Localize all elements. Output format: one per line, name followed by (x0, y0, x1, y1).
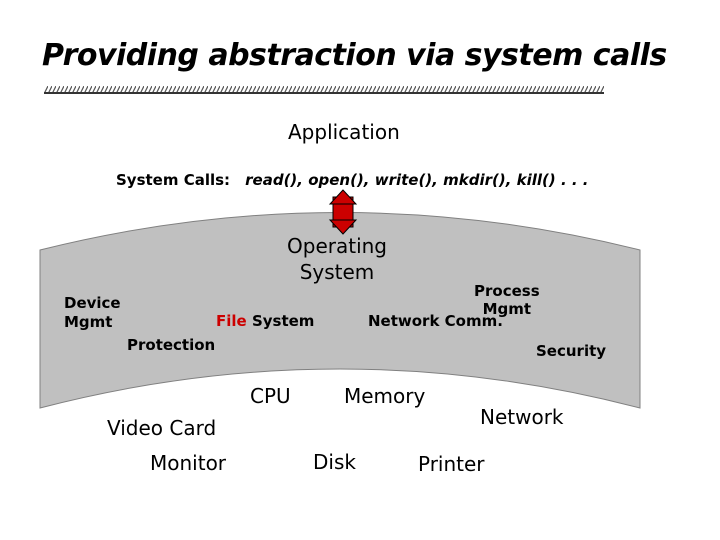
syscall-arrow (328, 189, 358, 235)
system-calls-label: System Calls: (116, 171, 231, 189)
process-mgmt-label: Process Mgmt (474, 282, 540, 318)
file-system-suffix: System (251, 312, 315, 330)
os-name-line2: System (299, 260, 375, 284)
monitor-label: Monitor (150, 451, 227, 475)
system-calls-list: read(), open(), write(), mkdir(), kill()… (245, 171, 589, 189)
file-system-label: File System (216, 312, 314, 330)
cpu-label: CPU (250, 384, 291, 408)
process-mgmt-line2: Mgmt (482, 300, 532, 318)
title-underline (44, 86, 604, 94)
os-name-line1: Operating (287, 234, 387, 258)
memory-label: Memory (344, 384, 426, 408)
network-hw-label: Network (480, 405, 564, 429)
system-calls-row: System Calls: read(), open(), write(), m… (116, 170, 589, 189)
device-mgmt-line2: Mgmt (64, 313, 113, 331)
process-mgmt-line1: Process (474, 282, 540, 300)
protection-label: Protection (127, 336, 216, 354)
device-mgmt-line1: Device (64, 294, 121, 312)
video-card-label: Video Card (107, 416, 217, 440)
file-system-prefix: File (216, 312, 247, 330)
operating-system-label: Operating System (287, 233, 387, 285)
printer-label: Printer (418, 452, 485, 476)
slide-title: Providing abstraction via system calls (42, 38, 667, 73)
disk-label: Disk (313, 450, 356, 474)
device-mgmt-label: Device Mgmt (64, 294, 121, 332)
network-comm-label: Network Comm. (368, 312, 503, 330)
security-label: Security (536, 342, 607, 360)
application-label: Application (288, 120, 400, 144)
